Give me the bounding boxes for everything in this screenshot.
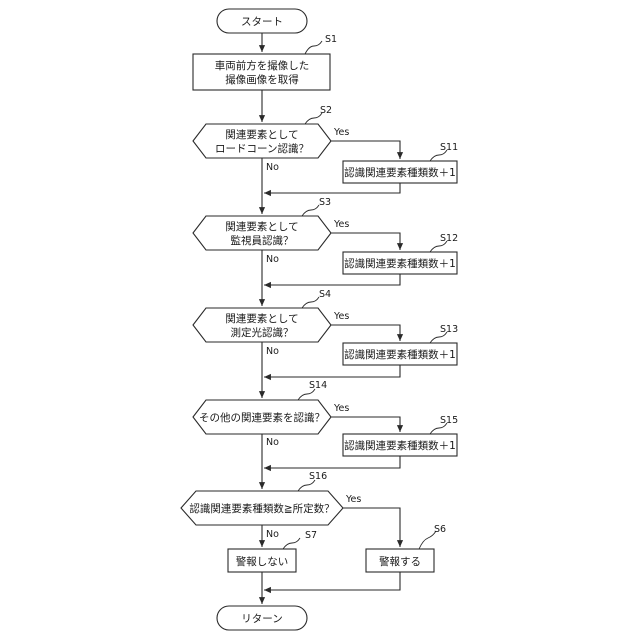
- process-s11: 認識関連要素種類数＋1 S11: [343, 142, 458, 183]
- s3-no-label: No: [266, 254, 279, 265]
- end-terminal: リターン: [217, 606, 307, 630]
- connector-s14-yes: [331, 417, 400, 432]
- s2-step-label: S2: [320, 105, 332, 116]
- process-s12: 認識関連要素種類数＋1 S12: [343, 233, 458, 274]
- s3-step-label: S3: [319, 197, 331, 208]
- connector-s15-merge: [264, 456, 400, 468]
- connector-s16-yes: [343, 508, 400, 547]
- s13-text: 認識関連要素種類数＋1: [344, 348, 456, 361]
- s4-no-label: No: [266, 346, 279, 357]
- s7-leader-line: [283, 538, 300, 549]
- s1-step-label: S1: [325, 34, 337, 45]
- connector-s11-merge: [264, 183, 400, 193]
- s6-text: 警報する: [379, 555, 421, 568]
- s3-yes-label: Yes: [333, 219, 349, 230]
- s4-line-2: 測定光認識？: [231, 326, 294, 339]
- s1-leader-line: [305, 41, 322, 54]
- s2-line-2: ロードコーン認識？: [215, 142, 309, 155]
- s11-step-label: S11: [440, 142, 458, 153]
- s3-line-1: 関連要素として: [225, 220, 298, 233]
- s2-yes-label: Yes: [333, 127, 349, 138]
- s4-step-label: S4: [319, 289, 331, 300]
- process-s15: 認識関連要素種類数＋1 S15: [343, 415, 458, 456]
- connector-s12-merge: [264, 274, 400, 285]
- s16-no-label: No: [266, 529, 279, 540]
- s12-step-label: S12: [440, 233, 458, 244]
- s1-line-1: 車両前方を撮像した: [215, 59, 310, 72]
- s2-no-label: No: [266, 162, 279, 173]
- s1-line-2: 撮像画像を取得: [225, 73, 299, 86]
- s15-text: 認識関連要素種類数＋1: [344, 439, 456, 452]
- s15-step-label: S15: [440, 415, 458, 426]
- end-label: リターン: [241, 613, 282, 625]
- s16-line-1: 認識関連要素種類数≧所定数？: [189, 502, 334, 515]
- connector-s6-merge: [264, 572, 400, 590]
- s14-line-1: その他の関連要素を認識？: [199, 411, 325, 424]
- s16-yes-label: Yes: [345, 494, 361, 505]
- s12-text: 認識関連要素種類数＋1: [344, 257, 456, 270]
- connector-s3-yes: [331, 233, 400, 250]
- s14-step-label: S14: [309, 380, 327, 391]
- start-label: スタート: [241, 16, 283, 28]
- process-s6: 警報する S6: [366, 524, 446, 572]
- connector-s13-merge: [264, 365, 400, 377]
- s2-line-1: 関連要素として: [225, 128, 298, 141]
- s7-step-label: S7: [305, 530, 317, 541]
- s14-yes-label: Yes: [333, 403, 349, 414]
- s4-leader-line: [302, 297, 319, 308]
- connector-s4-yes: [331, 325, 400, 341]
- s4-line-1: 関連要素として: [225, 312, 298, 325]
- process-s13: 認識関連要素種類数＋1 S13: [343, 324, 458, 365]
- start-terminal: スタート: [217, 9, 307, 33]
- s11-text: 認識関連要素種類数＋1: [344, 166, 456, 179]
- s4-yes-label: Yes: [333, 311, 349, 322]
- s3-line-2: 監視員認識？: [231, 234, 294, 247]
- process-s1: 車両前方を撮像した 撮像画像を取得 S1: [193, 34, 337, 90]
- s3-leader-line: [302, 205, 319, 216]
- s7-text: 警報しない: [236, 555, 289, 568]
- s14-no-label: No: [266, 437, 279, 448]
- connector-s2-yes: [331, 141, 400, 159]
- s16-step-label: S16: [309, 471, 327, 482]
- s6-step-label: S6: [434, 524, 446, 535]
- s13-step-label: S13: [440, 324, 458, 335]
